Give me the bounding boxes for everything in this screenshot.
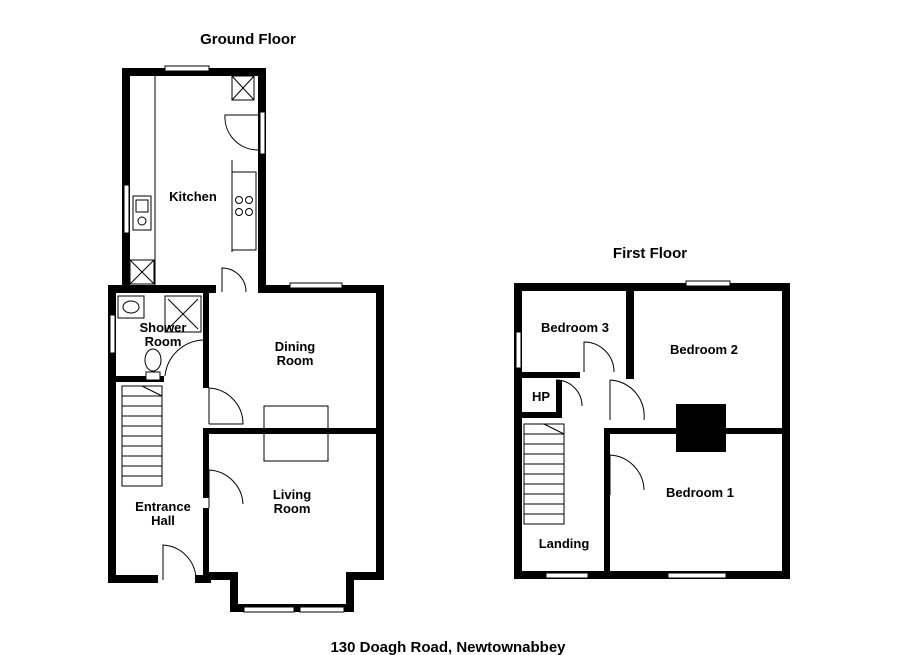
shower-tray-lines: [167, 298, 199, 330]
kitchen-dining-door: [221, 267, 247, 293]
bed1-window: [667, 572, 727, 579]
landing-label: Landing: [539, 536, 590, 551]
kitchen-bottom-wall: [112, 285, 216, 293]
bed1-door: [609, 454, 645, 495]
shower-room-label-line1: Shower: [140, 320, 187, 335]
living-room-label-line1: Living: [273, 487, 311, 502]
kitchen-left-window: [123, 184, 130, 234]
bay-window-left: [243, 606, 295, 613]
bed3-door: [583, 341, 615, 373]
hall-living-door: [208, 469, 244, 508]
bed2-window: [685, 280, 731, 287]
first-top-wall: [514, 283, 790, 291]
hall-bottom-wall-left: [108, 575, 158, 583]
landing-bed1-wall: [604, 428, 610, 571]
kitchen-appliance-cross: [129, 259, 155, 285]
bedroom1-label: Bedroom 1: [666, 485, 734, 500]
hob-ring-1: [235, 196, 243, 204]
hob-ring-4: [245, 208, 253, 216]
kitchen-cooker-unit: [231, 171, 257, 251]
ground-floor-plan: [108, 65, 384, 613]
first-floor-title: First Floor: [613, 245, 687, 262]
kitchen-door-opening: [259, 111, 266, 155]
hall-living-wall: [203, 428, 209, 498]
main-left-wall: [108, 285, 116, 583]
entrance-hall-label-line1: Entrance: [135, 499, 191, 514]
shower-room-label-line2: Room: [145, 334, 182, 349]
hall-dining-door: [208, 387, 244, 425]
dining-window: [289, 282, 343, 289]
kitchen-top-window: [164, 65, 210, 72]
kitchen-sink-bowl: [135, 199, 149, 213]
hp-label: HP: [532, 389, 550, 404]
shower-window: [109, 314, 116, 354]
bed3-window: [515, 331, 522, 369]
living-room-label-line2: Room: [274, 501, 311, 516]
hp-door: [555, 379, 583, 407]
hp-right-wall: [556, 380, 562, 418]
bed3-bottom-wall: [522, 372, 580, 378]
address-caption: 130 Doagh Road, Newtownabbey: [330, 639, 566, 655]
hp-bottom-wall: [522, 412, 562, 418]
first-left-wall: [514, 283, 522, 579]
bed2-door: [609, 379, 645, 421]
entrance-hall-label-line2: Hall: [151, 513, 175, 528]
bay-window-right: [299, 606, 345, 613]
kitchen-label: Kitchen: [169, 189, 217, 204]
shower-bottom-wall: [116, 376, 164, 382]
ground-floor-title: Ground Floor: [200, 31, 296, 48]
toilet-bowl: [144, 348, 162, 372]
basin-bowl: [122, 300, 140, 314]
hob-ring-2: [245, 196, 253, 204]
kitchen-sink: [132, 195, 152, 231]
kitchen-appliance: [129, 259, 155, 285]
first-stairs: [523, 423, 565, 525]
living-bottom-wall-right: [350, 572, 384, 580]
kitchen-back-door: [224, 114, 259, 151]
kitchen-top-wall: [122, 68, 266, 76]
ground-stairs: [121, 385, 163, 487]
toilet-cistern: [145, 371, 161, 381]
first-bottom-wall: [514, 571, 790, 579]
kitchen-corner-cross: [231, 75, 255, 101]
bedroom2-label: Bedroom 2: [670, 342, 738, 357]
chimney-breast: [676, 404, 726, 452]
bed3-bed2-wall: [626, 291, 634, 379]
living-bottom-wall-left: [203, 572, 238, 580]
kitchen-corner-unit: [231, 75, 255, 101]
basin: [117, 295, 145, 319]
front-door: [162, 544, 197, 581]
shower-door: [164, 339, 206, 377]
hearth: [263, 405, 329, 462]
first-floor-plan: [514, 280, 790, 579]
bay-right-wall: [346, 572, 354, 612]
dining-room-label-line1: Dining: [275, 339, 315, 354]
kitchen-sink-drainer: [137, 216, 147, 226]
dining-living-wall: [203, 428, 384, 434]
hall-dining-wall-upper: [203, 293, 209, 388]
hob-ring-3: [235, 208, 243, 216]
dining-top-wall: [258, 285, 384, 293]
bedroom3-label: Bedroom 3: [541, 320, 609, 335]
bay-left-wall: [230, 572, 238, 612]
landing-window: [545, 572, 589, 579]
dining-room-label-line2: Room: [277, 353, 314, 368]
kitchen-right-wall: [258, 68, 266, 292]
hall-living-wall-lower: [203, 508, 209, 580]
kitchen-left-wall: [122, 68, 130, 290]
